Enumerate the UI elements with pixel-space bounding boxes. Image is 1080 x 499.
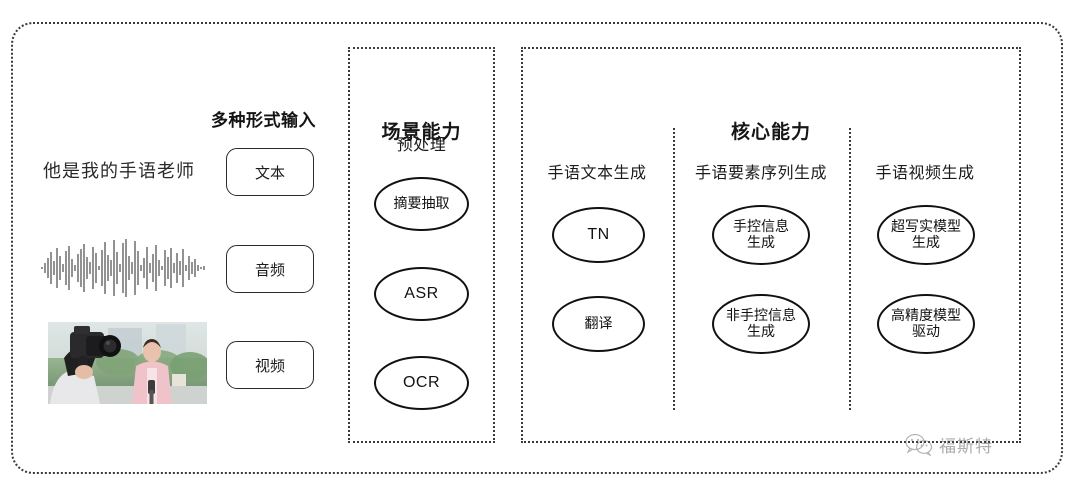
outer-dotted-frame <box>11 22 1063 474</box>
input-chip-audio-label: 音频 <box>254 261 285 279</box>
core-node-nonmanual-feature-generation-label: 非手控信息 生成 <box>726 307 796 339</box>
core-column-divider-1 <box>673 128 675 410</box>
core-capability-panel: 核心能力 <box>521 47 1021 443</box>
scene-node-ocr[interactable]: OCR <box>374 356 469 410</box>
video-thumbnail-image <box>48 322 207 404</box>
core-column-2-heading: 手语要素序列生成 <box>694 165 827 182</box>
input-chip-video-label: 视频 <box>254 357 285 375</box>
input-chip-video[interactable]: 视频 <box>226 341 314 389</box>
audio-waveform-image <box>40 238 208 298</box>
scene-node-ocr-label: OCR <box>402 374 441 392</box>
scene-node-asr[interactable]: ASR <box>374 267 469 321</box>
input-section-title: 多种形式输入 <box>211 111 316 130</box>
watermark-text: 福斯特 <box>939 437 993 456</box>
core-node-nonmanual-feature-generation[interactable]: 非手控信息 生成 <box>712 294 810 354</box>
core-column-3-heading: 手语视频生成 <box>875 165 975 182</box>
core-node-translation[interactable]: 翻译 <box>552 296 645 352</box>
core-capability-title: 核心能力 <box>730 122 811 143</box>
input-chip-text[interactable]: 文本 <box>226 148 314 196</box>
input-chip-audio[interactable]: 音频 <box>226 245 314 293</box>
scene-node-asr-label: ASR <box>404 285 439 303</box>
core-column-1-heading: 手语文本生成 <box>547 165 647 182</box>
input-chip-text-label: 文本 <box>254 164 285 182</box>
core-column-divider-2 <box>849 128 851 410</box>
core-node-translation-label: 翻译 <box>584 315 613 332</box>
core-node-photoreal-model-generation[interactable]: 超写实模型 生成 <box>877 205 975 265</box>
core-node-tn[interactable]: TN <box>552 207 645 263</box>
scene-node-summary-extraction-label: 摘要抽取 <box>393 195 450 212</box>
core-node-highprecision-model-driving-label: 高精度模型 驱动 <box>891 307 961 339</box>
core-node-tn-label: TN <box>587 226 610 244</box>
core-node-manual-feature-generation[interactable]: 手控信息 生成 <box>712 205 810 265</box>
wechat-icon <box>905 433 933 456</box>
scene-capability-panel: 场景能力 <box>348 47 495 443</box>
core-node-manual-feature-generation-label: 手控信息 生成 <box>733 218 789 250</box>
watermark: 福斯特 <box>905 432 993 457</box>
scene-group-label-preprocess: 预处理 <box>396 137 447 154</box>
core-node-photoreal-model-generation-label: 超写实模型 生成 <box>891 218 961 250</box>
core-node-highprecision-model-driving[interactable]: 高精度模型 驱动 <box>877 294 975 354</box>
text-sentence-sample: 他是我的手语老师 <box>43 161 195 181</box>
scene-node-summary-extraction[interactable]: 摘要抽取 <box>374 177 469 231</box>
scene-capability-title: 场景能力 <box>381 122 462 143</box>
